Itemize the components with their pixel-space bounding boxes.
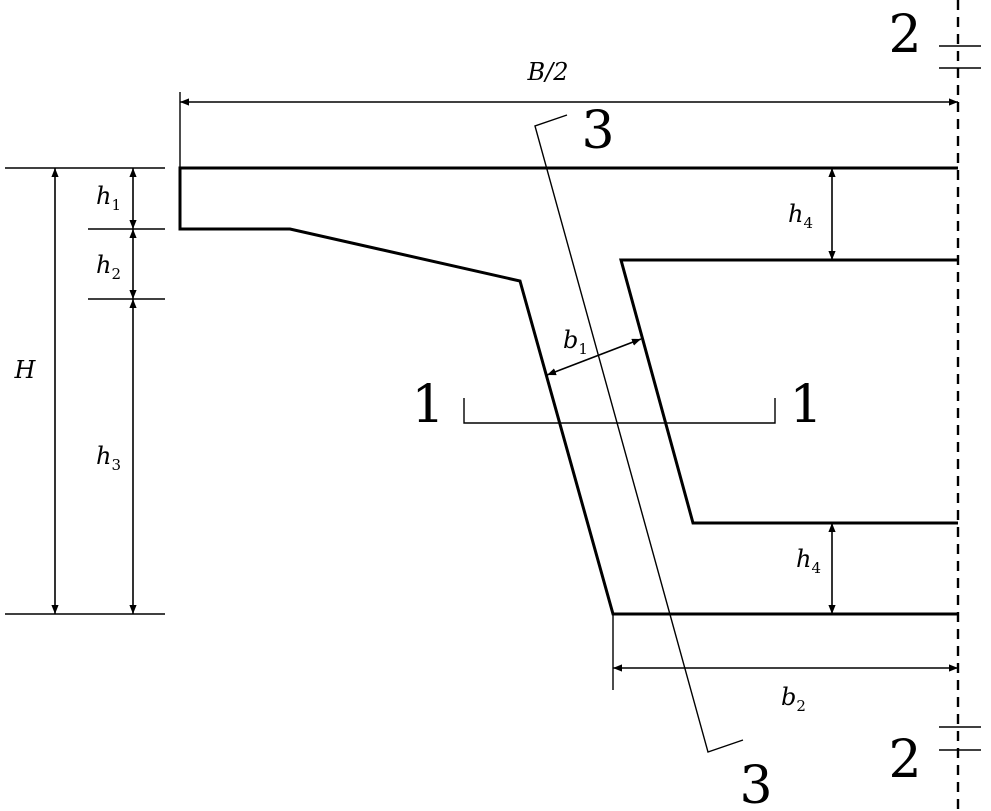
section-2-bottom-label: 2 [888, 730, 921, 790]
total-height-label: H [14, 356, 37, 384]
b1-label: b1 [563, 326, 588, 358]
h1-symbol: h [96, 182, 111, 210]
h3-symbol: h [96, 442, 111, 470]
section-3-top-label: 3 [581, 101, 614, 161]
b2-subscript: 2 [796, 697, 806, 715]
b2-label: b2 [781, 683, 806, 715]
h4-bottom-subscript: 4 [811, 559, 821, 577]
h1-label: h1 [96, 182, 121, 214]
h2-subscript: 2 [111, 265, 121, 283]
h4-top-subscript: 4 [803, 214, 813, 232]
b1-subscript: 1 [578, 340, 588, 358]
section-1-1-cut-line [463, 398, 776, 424]
section-outer-outline [178, 166, 958, 616]
b1-symbol: b [563, 326, 578, 354]
section-2-top-label: 2 [888, 5, 921, 65]
h4-top-symbol: h [788, 200, 803, 228]
section-inner-outline [619, 258, 958, 525]
h2-symbol: h [96, 251, 111, 279]
section-3-3-cut-line [534, 114, 744, 753]
b1-dimension-line [546, 338, 642, 376]
b2-symbol: b [781, 683, 796, 711]
h1-subscript: 1 [111, 196, 121, 214]
section-1-left-label: 1 [411, 375, 444, 435]
h2-label: h2 [96, 251, 121, 283]
h3-label: h3 [96, 442, 121, 474]
half-width-label: B/2 [527, 58, 569, 86]
section-3-bottom-label: 3 [739, 756, 772, 811]
h4-top-label: h4 [788, 200, 813, 232]
h4-bottom-symbol: h [796, 545, 811, 573]
section-1-right-label: 1 [789, 375, 822, 435]
h3-subscript: 3 [111, 456, 121, 474]
h4-bottom-label: h4 [796, 545, 821, 577]
